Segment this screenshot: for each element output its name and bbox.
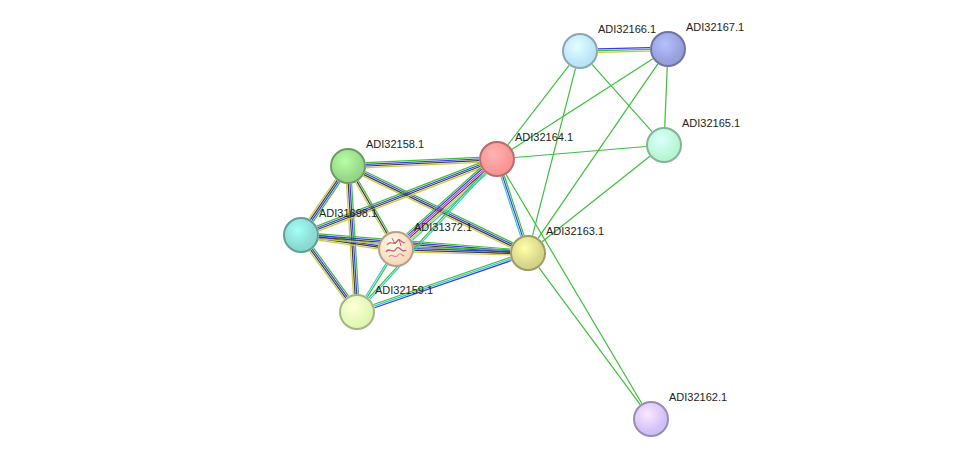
evidence-line: [312, 249, 347, 297]
protein-node: ADI32165.1: [646, 127, 682, 163]
evidence-line: [410, 172, 484, 238]
node-label: ADI32166.1: [598, 23, 656, 36]
evidence-line: [512, 59, 653, 150]
interaction-edge: [414, 247, 510, 255]
evidence-line: [598, 51, 650, 52]
protein-node: ADI32167.1: [650, 31, 686, 67]
interaction-edge: [539, 267, 641, 404]
interaction-edge: [501, 176, 524, 237]
evidence-line: [319, 239, 510, 254]
node-label: ADI31372.1: [414, 221, 472, 234]
evidence-line: [414, 252, 510, 255]
node-label: ADI32167.1: [686, 21, 744, 34]
evidence-line: [592, 64, 652, 131]
interaction-edge: [542, 156, 650, 242]
interaction-edge: [512, 59, 653, 150]
interaction-edge: [407, 168, 487, 240]
evidence-line: [370, 173, 486, 299]
evidence-line: [598, 48, 650, 49]
interaction-edge: [318, 235, 378, 249]
protein-node: ADI32162.1: [633, 401, 669, 437]
evidence-line: [358, 181, 388, 233]
node-label: ADI31698.1: [319, 207, 377, 220]
protein-node: ADI32164.1: [479, 141, 515, 177]
evidence-line: [409, 170, 483, 236]
evidence-line: [515, 147, 646, 158]
evidence-line: [506, 174, 642, 403]
protein-node: ADI31698.1: [283, 217, 319, 253]
structure-helix: [386, 248, 406, 252]
interaction-edge: [506, 174, 642, 403]
evidence-line: [542, 156, 650, 242]
node-label: ADI32159.1: [375, 284, 433, 297]
node-label: ADI32162.1: [669, 391, 727, 404]
evidence-line: [504, 176, 524, 236]
interaction-edge: [532, 68, 575, 235]
node-label: ADI32158.1: [366, 138, 424, 151]
evidence-line: [311, 250, 346, 298]
evidence-line: [665, 67, 668, 127]
structure-strand: [392, 238, 401, 246]
interaction-edge: [366, 157, 479, 167]
evidence-line: [375, 260, 512, 307]
structure-helix: [387, 240, 405, 245]
evidence-line: [598, 49, 650, 50]
interaction-edge: [665, 67, 668, 127]
node-label: ADI32164.1: [515, 131, 573, 144]
node-label: ADI32165.1: [682, 117, 740, 130]
interaction-edge: [598, 48, 650, 53]
evidence-line: [539, 267, 641, 404]
structure-helix: [389, 254, 404, 257]
evidence-line: [501, 177, 521, 237]
protein-structure: [386, 238, 406, 257]
evidence-line: [503, 176, 523, 236]
evidence-line: [408, 169, 482, 235]
interaction-edge: [515, 147, 646, 158]
interaction-edge: [592, 64, 652, 131]
evidence-line: [532, 68, 575, 235]
protein-node: ADI32158.1: [330, 148, 366, 184]
protein-node: ADI32166.1: [562, 33, 598, 69]
evidence-line: [369, 172, 485, 298]
protein-node: ADI31372.1: [378, 231, 414, 267]
evidence-line: [407, 168, 481, 234]
protein-node: ADI32163.1: [510, 235, 546, 271]
protein-node: ADI32159.1: [339, 294, 375, 330]
node-label: ADI32163.1: [546, 225, 604, 238]
evidence-line: [310, 251, 345, 299]
evidence-line: [314, 248, 349, 296]
interaction-edge: [310, 248, 349, 299]
evidence-line: [366, 162, 479, 167]
interaction-edge: [369, 172, 486, 300]
